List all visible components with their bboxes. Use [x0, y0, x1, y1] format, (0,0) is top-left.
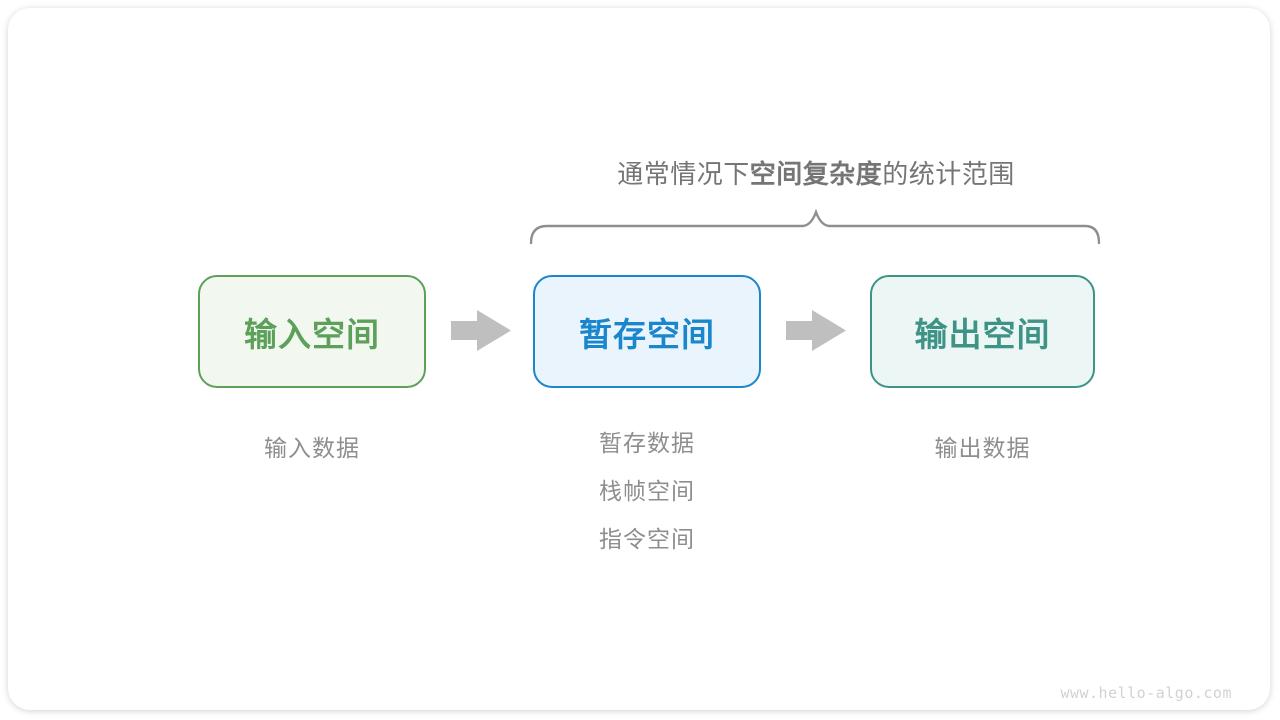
diagram-card: 通常情况下空间复杂度的统计范围 输入空间 暂存空间 输出空间 输入数据 暂存数据… [8, 8, 1270, 710]
box-output-space: 输出空间 [870, 275, 1095, 388]
caption-temp-data: 暂存数据 [599, 430, 695, 456]
title-prefix: 通常情况下 [617, 159, 750, 189]
box-input-space-label: 输入空间 [244, 315, 380, 353]
diagram-title: 通常情况下空间复杂度的统计范围 [531, 154, 1101, 191]
curly-brace [529, 209, 1101, 245]
title-bold-term: 空间复杂度 [749, 159, 883, 189]
title-suffix: 的统计范围 [882, 159, 1015, 189]
caption-instruction-space: 指令空间 [599, 526, 695, 552]
watermark-url: www.hello-algo.com [1060, 684, 1232, 702]
caption-input-data: 输入数据 [264, 435, 360, 461]
caption-stack-frame-space: 栈帧空间 [599, 478, 695, 504]
box-temporary-space-label: 暂存空间 [579, 315, 715, 353]
arrow-right-icon [451, 310, 511, 351]
caption-temporary-list: 暂存数据 栈帧空间 指令空间 [533, 429, 761, 573]
caption-output-data: 输出数据 [934, 435, 1031, 461]
arrow-right-icon [786, 310, 846, 351]
box-output-space-label: 输出空间 [914, 315, 1051, 353]
box-input-space: 输入空间 [198, 275, 426, 388]
box-temporary-space: 暂存空间 [533, 275, 761, 388]
